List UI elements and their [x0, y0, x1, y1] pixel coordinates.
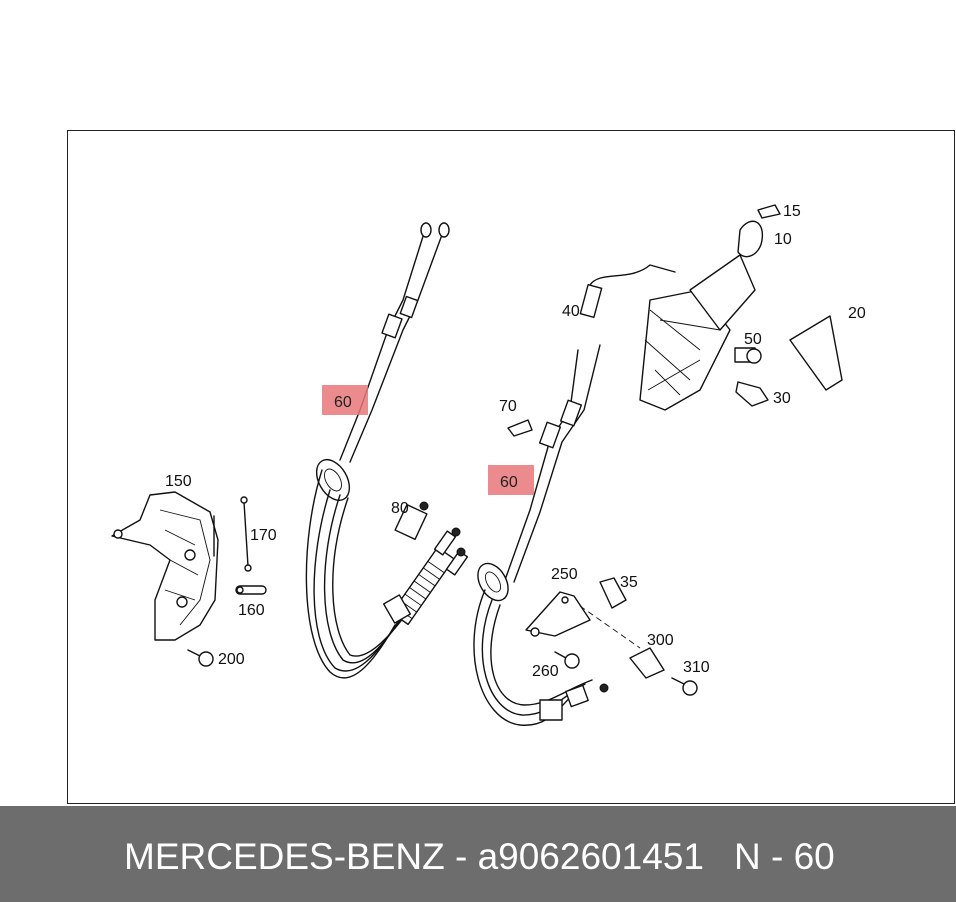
highlight-box-left [322, 385, 368, 415]
highlight-label-right: 60 [500, 474, 518, 491]
callout-300: 300 [647, 632, 674, 649]
footer-brand-part-number: MERCEDES-BENZ - a9062601451 [124, 836, 704, 877]
highlight-box-right [488, 465, 534, 495]
callout-310: 310 [683, 659, 710, 676]
part-300-clip [629, 647, 665, 679]
callout-10: 10 [774, 231, 792, 248]
part-35-clip [599, 577, 627, 609]
part-250-bracket [525, 591, 591, 637]
part-20-boot [789, 315, 843, 391]
shifter-assembly [579, 204, 781, 411]
highlight-label-left: 60 [334, 394, 352, 411]
part-150-bracket [111, 491, 219, 641]
callout-260: 260 [532, 663, 559, 680]
part-70-clip [507, 419, 533, 437]
callout-250: 250 [551, 566, 578, 583]
footer-reference: N - 60 [734, 836, 835, 877]
callout-30: 30 [773, 390, 791, 407]
callout-15: 15 [783, 203, 801, 220]
part-260-bolt [554, 651, 580, 669]
left-shift-cable [305, 222, 469, 679]
callout-20: 20 [848, 305, 866, 322]
part-160-link [235, 585, 267, 595]
callout-40: 40 [562, 303, 580, 320]
part-310-bolt [671, 677, 698, 696]
part-80-clip [394, 501, 429, 541]
callout-80: 80 [391, 500, 409, 517]
callout-150: 150 [165, 473, 192, 490]
right-shift-cable [473, 344, 609, 726]
callout-170: 170 [250, 527, 277, 544]
callout-160: 160 [238, 602, 265, 619]
callout-35: 35 [620, 574, 638, 591]
part-200-bolt [187, 649, 214, 667]
callout-200: 200 [218, 651, 245, 668]
part-170-rod [240, 496, 252, 572]
callout-70: 70 [499, 398, 517, 415]
callout-50: 50 [744, 331, 762, 348]
footer-bar: MERCEDES-BENZ - a9062601451 N - 60 [0, 806, 956, 902]
